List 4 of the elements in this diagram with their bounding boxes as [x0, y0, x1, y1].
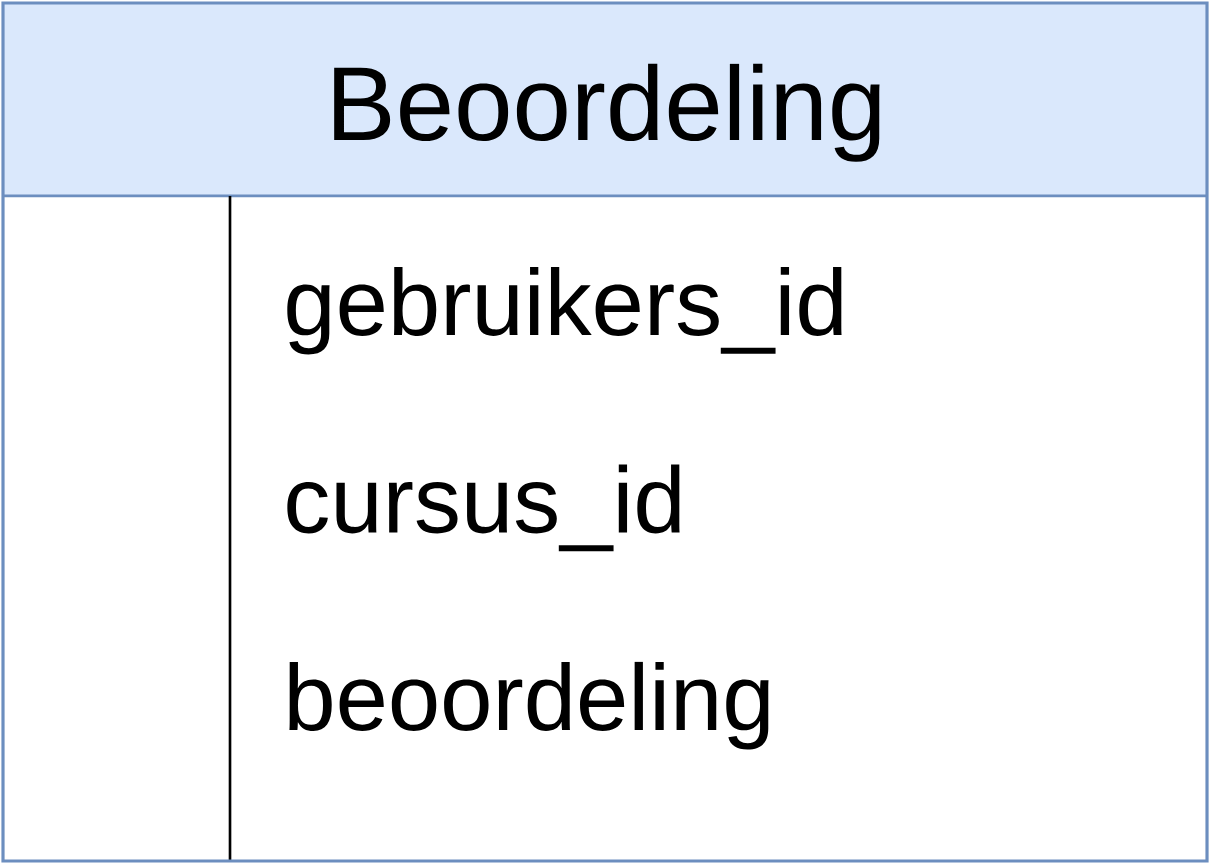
- field-name: cursus_id: [287, 464, 680, 552]
- field-name: beoordeling: [289, 661, 769, 750]
- field-name: gebruikers_id: [287, 266, 842, 355]
- table-header: Beoordeling: [3, 3, 1207, 196]
